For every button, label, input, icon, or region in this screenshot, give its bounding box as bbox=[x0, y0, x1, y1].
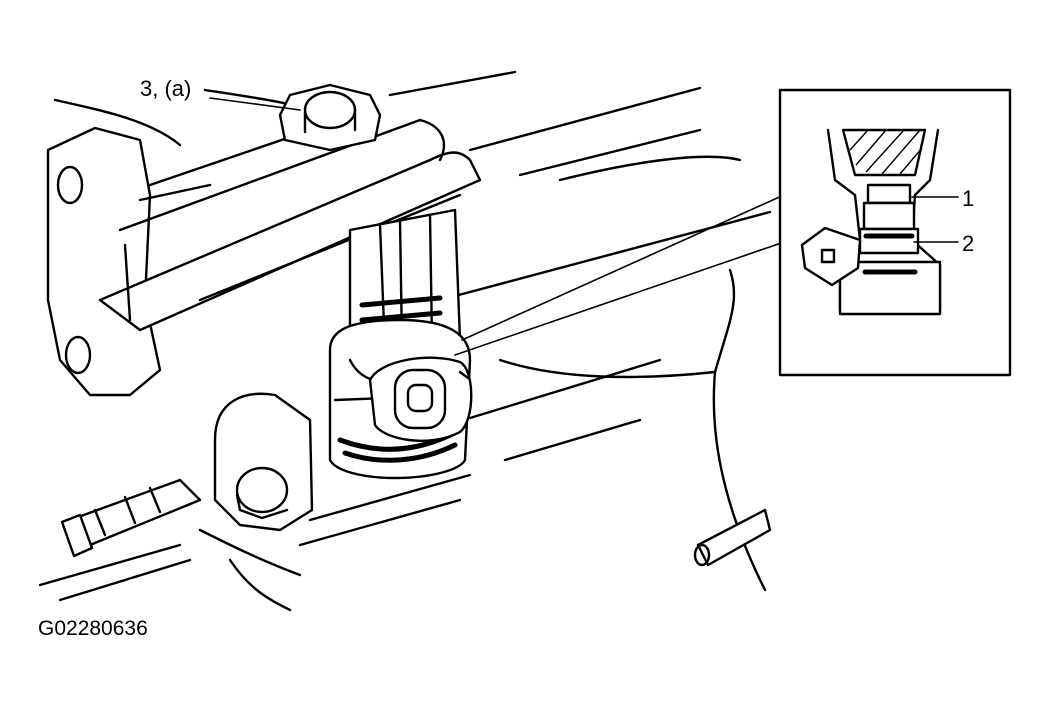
injector-connector bbox=[368, 356, 473, 442]
callout-item-1: 1 bbox=[962, 186, 975, 211]
fuel-delivery-pipe bbox=[98, 118, 482, 332]
fuel-hose bbox=[60, 478, 202, 558]
engine-head-outline bbox=[38, 70, 772, 612]
delivery-pipe-bracket bbox=[46, 126, 212, 397]
detail-inset bbox=[778, 88, 1012, 377]
bolt-3 bbox=[278, 83, 382, 152]
lower-bolt bbox=[213, 392, 314, 532]
inset-hatching bbox=[849, 129, 923, 175]
guide-rod bbox=[693, 508, 772, 567]
figure-id: G02280636 bbox=[38, 617, 148, 640]
callout-item-2: 2 bbox=[962, 231, 975, 256]
callout-bolt-3: 3, (a) bbox=[140, 76, 192, 101]
callout-leaders bbox=[209, 97, 796, 356]
